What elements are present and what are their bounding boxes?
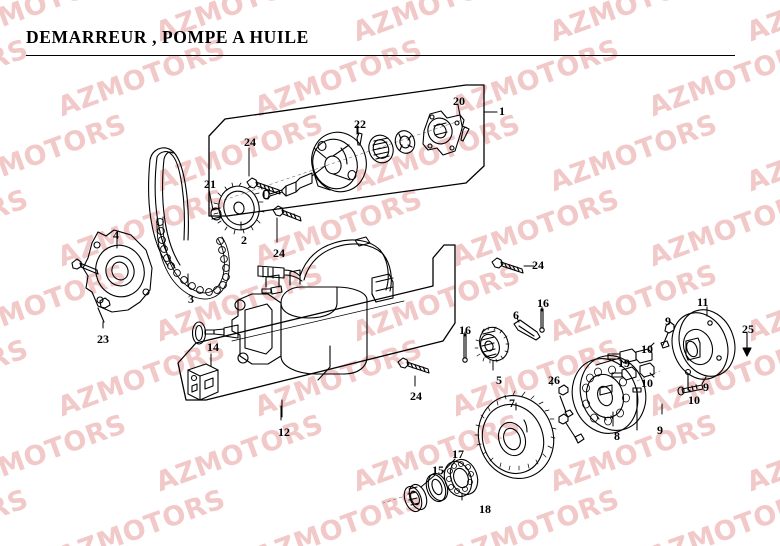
bolt-9-b (632, 387, 642, 431)
chain-links (156, 216, 230, 300)
callout-number: 23 (97, 332, 109, 346)
bolt-24-right (491, 257, 524, 274)
oil-pump-rotor-housing (311, 131, 367, 193)
callout-number: 16 (459, 323, 471, 337)
ball-bearing-18 (443, 458, 479, 498)
title-block: DEMARREUR , POMPE A HUILE (26, 26, 309, 48)
callout-number: 2 (241, 233, 247, 247)
cover-screw-20 (460, 125, 470, 142)
connector-10-c (639, 362, 655, 378)
starter-relay-14 (187, 363, 219, 401)
callout-number: 17 (452, 447, 464, 461)
callout-number: 4 (113, 228, 119, 242)
oil-pump-inner-rotor (368, 134, 394, 164)
connector-10-a (607, 348, 637, 364)
callout-number: 14 (207, 340, 219, 354)
group-outline-12-real (214, 240, 465, 405)
callout-number: 20 (453, 94, 465, 108)
callout-number: 25 (742, 322, 754, 336)
callout-number: 5 (496, 373, 502, 387)
callout-number: 9 (703, 380, 709, 394)
callout-number: 7 (509, 396, 515, 410)
callout-number: 11 (697, 295, 709, 309)
connector-10-b (635, 348, 653, 364)
starter-driven-gear-7 (474, 390, 557, 479)
idle-gear-shaft-6 (513, 319, 541, 341)
callout-number: 24 (410, 389, 422, 403)
callout-number: 10 (641, 342, 653, 356)
callout-number: 10 (641, 376, 653, 390)
bolt-24-lower (397, 357, 430, 374)
callout-number: 10 (688, 393, 700, 407)
callout-number: 24 (273, 246, 285, 260)
group-outline-12 (177, 244, 456, 401)
callout-number: 6 (513, 308, 519, 322)
oil-pump-drive-shaft (262, 172, 313, 200)
starter-motor-body (191, 269, 368, 375)
starter-wiring-harness (257, 236, 394, 303)
bolt-26-a (558, 384, 574, 418)
callout-number: 3 (188, 292, 194, 306)
oil-pump-cover-4 (82, 229, 153, 313)
callout-number: 1 (499, 104, 505, 118)
callout-number: 16 (537, 296, 549, 310)
callout-number: 18 (479, 502, 491, 516)
rotor-pin-22 (356, 132, 363, 146)
page-title: DEMARREUR , POMPE A HUILE (26, 27, 309, 47)
oil-pump-cover-plate (422, 110, 465, 156)
oil-pump-chain (148, 147, 189, 269)
dowel-pin-16-left (462, 333, 468, 363)
starter-motor-bracket (231, 293, 282, 365)
callout-number: 12 (278, 425, 290, 439)
callout-number: 22 (354, 117, 366, 131)
starter-o-ring (191, 321, 207, 345)
stator-flange-11 (671, 309, 736, 380)
callout-number: 21 (204, 177, 216, 191)
callout-number: 15 (432, 463, 444, 477)
title-underline (26, 55, 735, 56)
needle-bearing-15 (403, 483, 428, 513)
bolt-23-b (97, 297, 111, 323)
callout-number: 9 (657, 423, 663, 437)
thrust-washer-17 (425, 472, 449, 503)
oil-pump-sprocket (213, 182, 265, 235)
chain-collar-21 (210, 207, 222, 221)
callout-number: 19 (618, 356, 630, 370)
bolt-23-a (71, 258, 99, 275)
callout-number: 24 (244, 135, 256, 149)
callout-number: 9 (665, 314, 671, 328)
callout-number: 8 (614, 429, 620, 443)
oil-pump-outer-rotor (394, 130, 416, 154)
starter-idle-gear-5 (474, 326, 510, 364)
bolt-24-mid (272, 205, 302, 222)
callout-number: 24 (532, 258, 544, 272)
dowel-pin-16-right (539, 308, 545, 333)
group-outline-1 (208, 84, 485, 217)
connector-10-d (611, 366, 637, 381)
screw-25-arrow (742, 332, 752, 357)
bolt-26-b (558, 413, 585, 444)
callout-number: 26 (548, 373, 560, 387)
